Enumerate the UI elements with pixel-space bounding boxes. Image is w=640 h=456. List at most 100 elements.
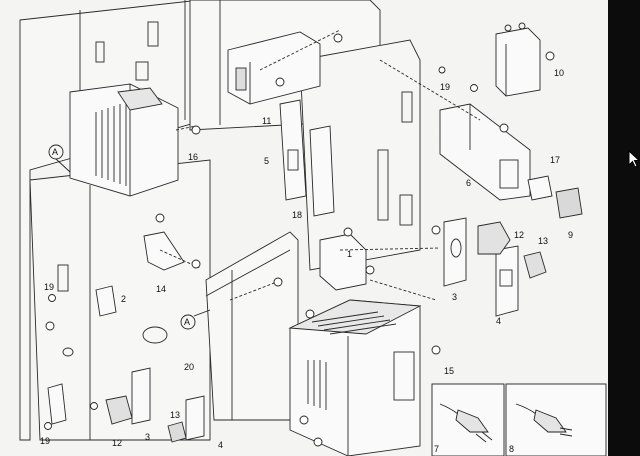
part-4-plate-lower (185, 395, 205, 441)
part-6-window (499, 159, 519, 189)
marker-a-label-lower: A (184, 317, 190, 327)
callout-5: 5 (264, 156, 269, 166)
callout-14: 14 (156, 284, 166, 294)
part-3-hole (450, 238, 462, 258)
part-16-top-grille (117, 87, 163, 111)
screw (155, 213, 165, 223)
screw (48, 294, 56, 302)
screw (90, 402, 98, 410)
callout-16: 16 (188, 152, 198, 162)
callout-8: 8 (509, 444, 514, 454)
part-15-side-vents (307, 360, 327, 410)
part-5-slot (287, 149, 299, 171)
leader-lines (159, 29, 481, 301)
screw (191, 125, 201, 135)
screw (305, 309, 315, 319)
part-11-connector (235, 67, 247, 91)
screw (275, 77, 285, 87)
screw (545, 51, 555, 61)
part-13-socket-lower (167, 421, 187, 443)
screw (431, 345, 441, 355)
screw (333, 33, 343, 43)
screw (44, 422, 52, 430)
marker-a-label: A (52, 147, 58, 157)
plug-insets (431, 383, 607, 456)
callout-13: 13 (538, 236, 548, 246)
callout-13-lower: 13 (170, 410, 180, 420)
part-4-cutout (499, 269, 513, 287)
callout-12-lower: 12 (112, 438, 122, 448)
part-3-plate-lower (131, 367, 151, 425)
monitor-bezel (608, 0, 640, 456)
screw (365, 265, 375, 275)
panel-hole (142, 326, 168, 344)
part-4-plate (495, 245, 519, 317)
callout-3: 3 (452, 292, 457, 302)
panel-slot (95, 41, 105, 63)
part-12-iec-socket (477, 221, 511, 255)
callout-10: 10 (554, 68, 564, 78)
screw (191, 259, 201, 269)
screw (343, 227, 353, 237)
reference-markers (48, 144, 211, 330)
screw (45, 321, 55, 331)
power-plug-eu-icon (439, 403, 493, 443)
callout-labels: 1 2 3 3 4 4 5 6 7 8 9 10 11 12 12 13 13 … (40, 68, 573, 454)
part-3-plate (443, 217, 467, 287)
screws (44, 33, 555, 447)
part-11-box (227, 31, 321, 105)
callout-4: 4 (496, 316, 501, 326)
callout-19-left: 19 (44, 282, 54, 292)
marker-a-arrow (55, 158, 71, 173)
screw (299, 415, 309, 425)
callout-6: 6 (466, 178, 471, 188)
panel-slot (401, 91, 413, 123)
panel-slot (399, 194, 413, 226)
callout-19-bottom: 19 (40, 436, 50, 446)
screw (438, 66, 446, 74)
marker-a-arrow (193, 309, 211, 317)
mouse-pointer-icon (628, 150, 640, 168)
part-17-bezel (527, 175, 553, 201)
callout-20: 20 (184, 362, 194, 372)
callout-11: 11 (262, 116, 271, 126)
marker-a-circle (180, 314, 196, 330)
callout-9: 9 (568, 230, 573, 240)
part-2-clip (95, 285, 117, 317)
panel-slot (377, 149, 389, 221)
panel-hole (62, 347, 74, 357)
part-13-socket (523, 251, 547, 279)
part-14-bracket (143, 231, 185, 271)
callout-15: 15 (444, 366, 454, 376)
panel-slot (135, 61, 149, 81)
callout-3-lower: 3 (145, 432, 150, 442)
callout-2: 2 (121, 294, 126, 304)
callout-17: 17 (550, 155, 560, 165)
part-9-rocker-switch (555, 187, 583, 219)
part-18-bracket (309, 125, 335, 217)
line-art (19, 0, 583, 456)
exploded-parts-diagram: 1 2 3 3 4 4 5 6 7 8 9 10 11 12 12 13 13 … (0, 0, 608, 456)
panel-slot (147, 21, 159, 47)
callout-1: 1 (347, 249, 352, 259)
part-16-vents (95, 102, 127, 186)
part-edge (205, 249, 291, 297)
part-lower-left-bracket (47, 383, 67, 425)
screw (313, 437, 323, 447)
callout-18: 18 (292, 210, 302, 220)
screw (499, 123, 509, 133)
part-10-terminal (504, 24, 512, 32)
callout-7: 7 (434, 444, 439, 454)
screw (431, 225, 441, 235)
callout-12: 12 (514, 230, 524, 240)
part-12-iec-socket-lower (105, 395, 133, 425)
screw (470, 84, 478, 92)
power-plug-us-icon (515, 403, 573, 437)
callout-19-top: 19 (440, 82, 450, 92)
part-15-window (393, 351, 415, 401)
part-10-terminal (518, 22, 526, 30)
part-10-filter (495, 27, 541, 97)
part-15-top-grille (311, 311, 397, 335)
screw (273, 277, 283, 287)
